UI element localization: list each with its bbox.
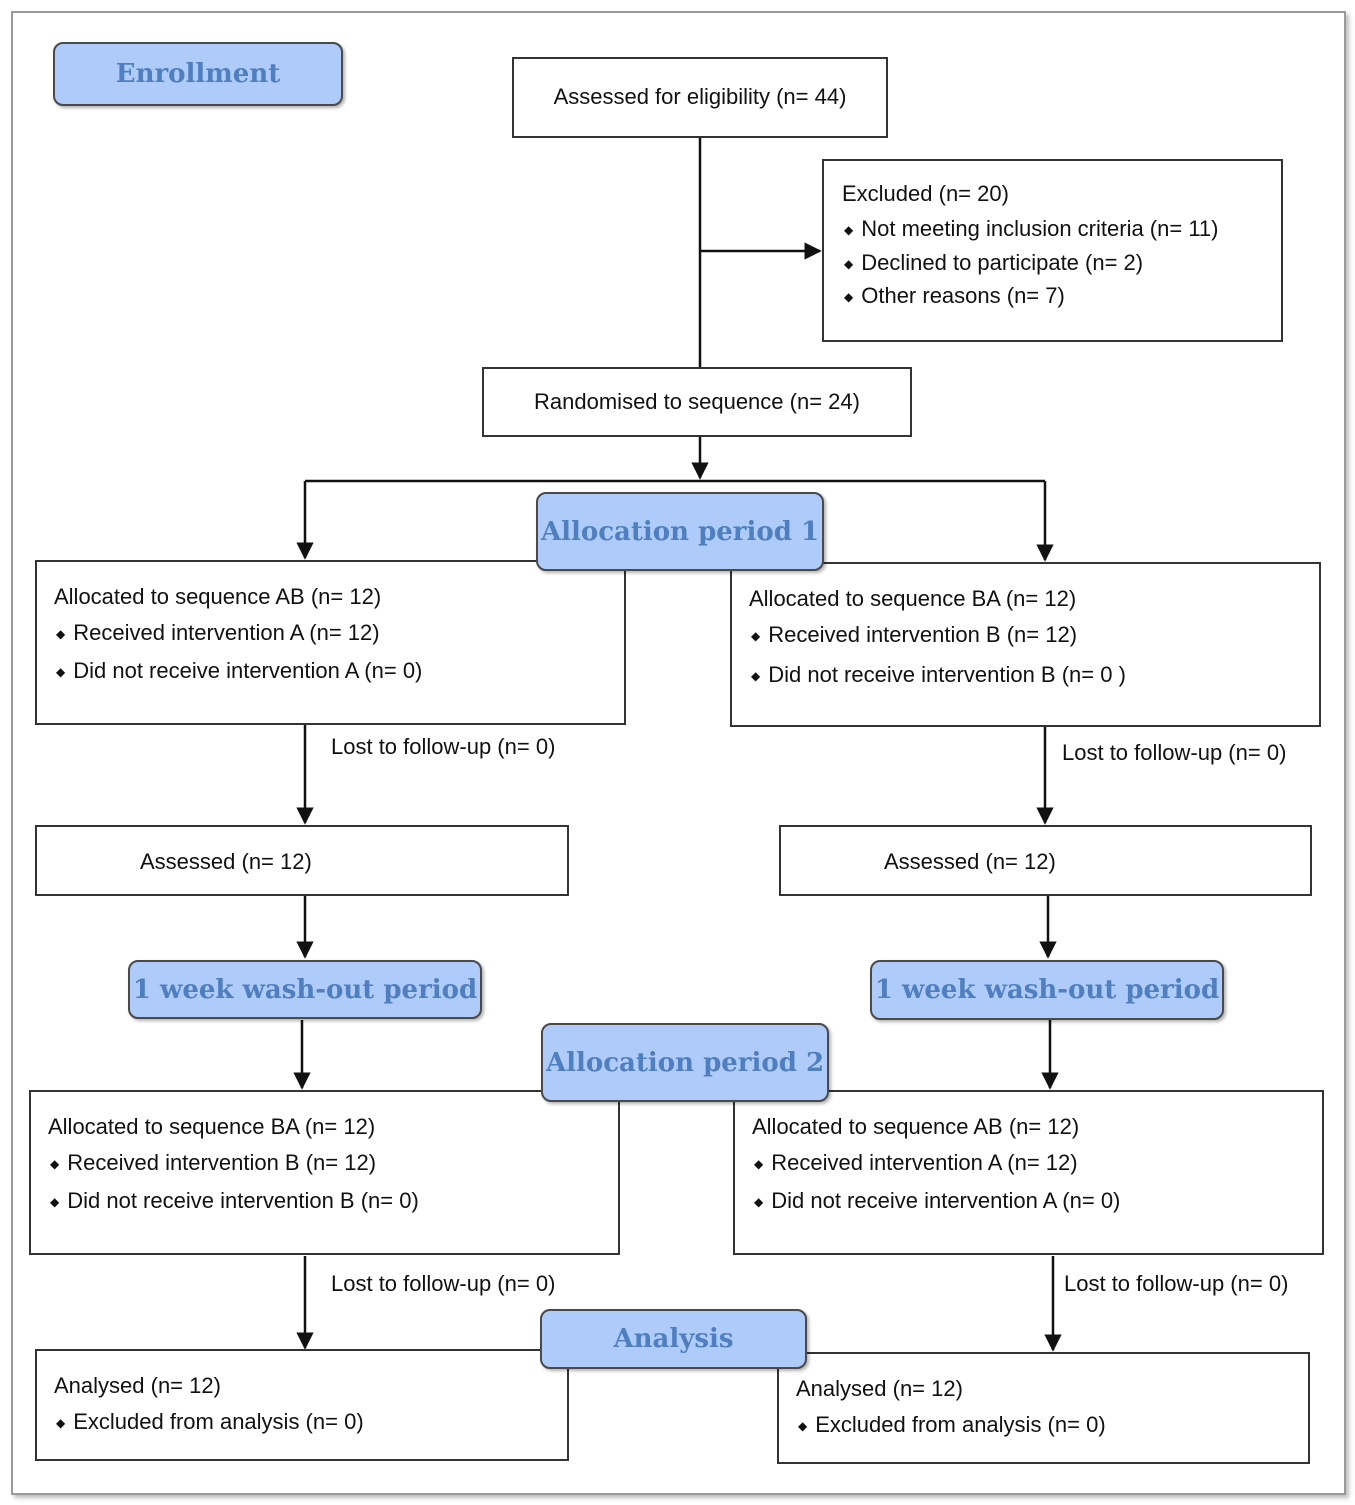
period1-right-item-label: Received intervention B (n= 12) [768,622,1078,647]
period2-right-box: Allocated to sequence AB (n= 12) ◆ Receiv… [733,1090,1324,1255]
diagram-frame [11,11,1346,1495]
excluded-box: Excluded (n= 20) ◆ Not meeting inclusion … [822,159,1283,342]
phase-washout-left: 1 week wash-out period [128,960,482,1019]
period2-left-title: Allocated to sequence BA (n= 12) [48,1114,376,1139]
analysed-right-item: ◆ Excluded from analysis (n= 0) [798,1412,1106,1438]
phase-washout-right-label: 1 week wash-out period [874,975,1220,1005]
period2-left-box: Allocated to sequence BA (n= 12) ◆ Receiv… [29,1090,620,1255]
lost-followup-1-left: Lost to follow-up (n= 0) [331,734,556,759]
phase-analysis-label: Analysis [613,1324,734,1354]
period2-left-item-label: Received intervention B (n= 12) [67,1150,377,1175]
period2-left-item: ◆ Received intervention B (n= 12) [50,1150,376,1176]
period1-left-item-label: Received intervention A (n= 12) [73,620,380,645]
excluded-item-label: Declined to participate (n= 2) [861,250,1144,275]
bullet-icon: ◆ [754,1195,764,1209]
period2-left-item: ◆ Did not receive intervention B (n= 0) [50,1188,419,1214]
period1-right-title: Allocated to sequence BA (n= 12) [749,586,1077,611]
bullet-icon: ◆ [50,1157,60,1171]
phase-washout-right: 1 week wash-out period [870,960,1224,1020]
period2-right-title: Allocated to sequence AB (n= 12) [752,1114,1080,1139]
excluded-item: ◆ Declined to participate (n= 2) [844,250,1143,276]
analysed-right-title: Analysed (n= 12) [796,1376,963,1401]
period1-left-item: ◆ Did not receive intervention A (n= 0) [56,658,422,684]
period1-right-item: ◆ Received intervention B (n= 12) [751,622,1077,648]
excluded-item: ◆ Other reasons (n= 7) [844,283,1065,309]
excluded-title: Excluded (n= 20) [842,181,1009,206]
assessed-right-box: Assessed (n= 12) [779,825,1312,896]
bullet-icon: ◆ [844,223,854,237]
excluded-item-label: Other reasons (n= 7) [861,283,1065,308]
period2-right-item-label: Received intervention A (n= 12) [771,1150,1078,1175]
excluded-item-label: Not meeting inclusion criteria (n= 11) [861,216,1219,241]
randomised-box: Randomised to sequence (n= 24) [482,367,912,437]
bullet-icon: ◆ [798,1419,808,1433]
period1-right-item-label: Did not receive intervention B (n= 0 ) [768,662,1126,687]
period2-left-item-label: Did not receive intervention B (n= 0) [67,1188,419,1213]
analysed-left-title: Analysed (n= 12) [54,1373,221,1398]
phase-enrollment: Enrollment [53,42,343,106]
assessed-right-text: Assessed (n= 12) [884,849,1056,874]
bullet-icon: ◆ [50,1195,60,1209]
randomised-text: Randomised to sequence (n= 24) [534,388,860,414]
phase-allocation-2: Allocation period 2 [541,1023,829,1102]
phase-allocation-2-label: Allocation period 2 [545,1047,825,1078]
period2-right-item: ◆ Did not receive intervention A (n= 0) [754,1188,1120,1214]
bullet-icon: ◆ [56,627,66,641]
assessed-eligibility-text: Assessed for eligibility (n= 44) [553,84,847,110]
phase-allocation-1: Allocation period 1 [536,492,824,571]
analysed-left-item-label: Excluded from analysis (n= 0) [73,1409,364,1434]
period2-right-item: ◆ Received intervention A (n= 12) [754,1150,1078,1176]
bullet-icon: ◆ [844,257,854,271]
period1-right-item: ◆ Did not receive intervention B (n= 0 ) [751,662,1126,688]
analysed-left-box: Analysed (n= 12) ◆ Excluded from analysis… [35,1349,569,1461]
bullet-icon: ◆ [56,1416,66,1430]
phase-allocation-1-label: Allocation period 1 [540,516,820,547]
bullet-icon: ◆ [844,290,854,304]
assessed-left-text: Assessed (n= 12) [140,849,312,874]
assessed-eligibility-box: Assessed for eligibility (n= 44) [512,57,888,138]
assessed-left-box: Assessed (n= 12) [35,825,569,896]
period1-left-box: Allocated to sequence AB (n= 12) ◆ Receiv… [35,560,626,725]
bullet-icon: ◆ [56,665,66,679]
period2-right-item-label: Did not receive intervention A (n= 0) [771,1188,1121,1213]
analysed-right-item-label: Excluded from analysis (n= 0) [815,1412,1106,1437]
bullet-icon: ◆ [751,669,761,683]
lost-followup-2-left: Lost to follow-up (n= 0) [331,1271,556,1296]
analysed-right-box: Analysed (n= 12) ◆ Excluded from analysis… [777,1352,1310,1464]
period1-left-item: ◆ Received intervention A (n= 12) [56,620,380,646]
period1-left-item-label: Did not receive intervention A (n= 0) [73,658,423,683]
analysed-left-item: ◆ Excluded from analysis (n= 0) [56,1409,364,1435]
excluded-item: ◆ Not meeting inclusion criteria (n= 11) [844,216,1219,242]
phase-enrollment-label: Enrollment [115,59,281,89]
phase-analysis: Analysis [540,1309,807,1369]
lost-followup-2-right: Lost to follow-up (n= 0) [1064,1271,1289,1296]
period1-left-title: Allocated to sequence AB (n= 12) [54,584,382,609]
period1-right-box: Allocated to sequence BA (n= 12) ◆ Receiv… [730,562,1321,727]
bullet-icon: ◆ [754,1157,764,1171]
lost-followup-1-right: Lost to follow-up (n= 0) [1062,740,1287,765]
bullet-icon: ◆ [751,629,761,643]
phase-washout-left-label: 1 week wash-out period [132,974,478,1005]
